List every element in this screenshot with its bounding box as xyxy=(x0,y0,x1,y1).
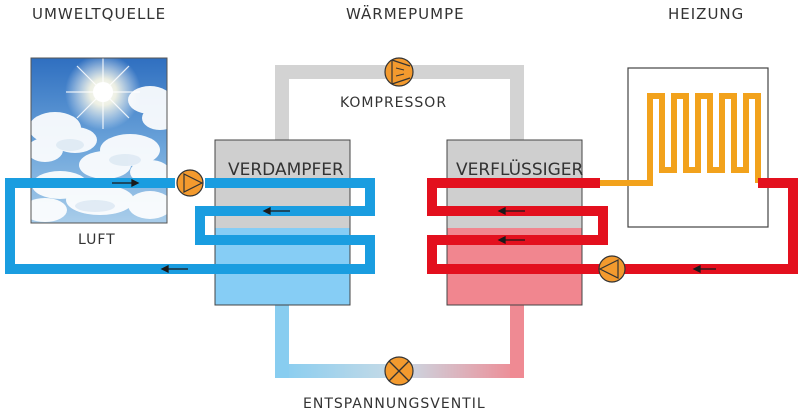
header-source: UMWELTQUELLE xyxy=(32,5,166,23)
header-pump: WÄRMEPUMPE xyxy=(346,4,465,23)
sky-image xyxy=(30,57,168,224)
sky-sun-icon xyxy=(65,58,141,130)
cold-loop xyxy=(5,178,375,274)
pump-icon xyxy=(598,255,626,283)
condenser-label: VERFLÜSSIGER xyxy=(456,158,584,180)
flow-arrows xyxy=(112,178,716,274)
air-label: LUFT xyxy=(78,232,116,248)
pump-icon xyxy=(176,169,204,197)
compressor-icon xyxy=(384,57,414,87)
evaporator-label: VERDAMPFER xyxy=(228,160,344,180)
heating-coil xyxy=(600,93,761,186)
header-heating: HEIZUNG xyxy=(668,5,744,23)
condenser-unit: VERFLÜSSIGER xyxy=(446,139,584,306)
compressor-label: KOMPRESSOR xyxy=(340,95,447,111)
expansion-valve-label: ENTSPANNUNGSVENTIL xyxy=(303,396,486,412)
evaporator-unit: VERDAMPFER xyxy=(214,139,351,306)
valve-icon xyxy=(384,356,414,386)
heating-panel xyxy=(600,67,769,228)
